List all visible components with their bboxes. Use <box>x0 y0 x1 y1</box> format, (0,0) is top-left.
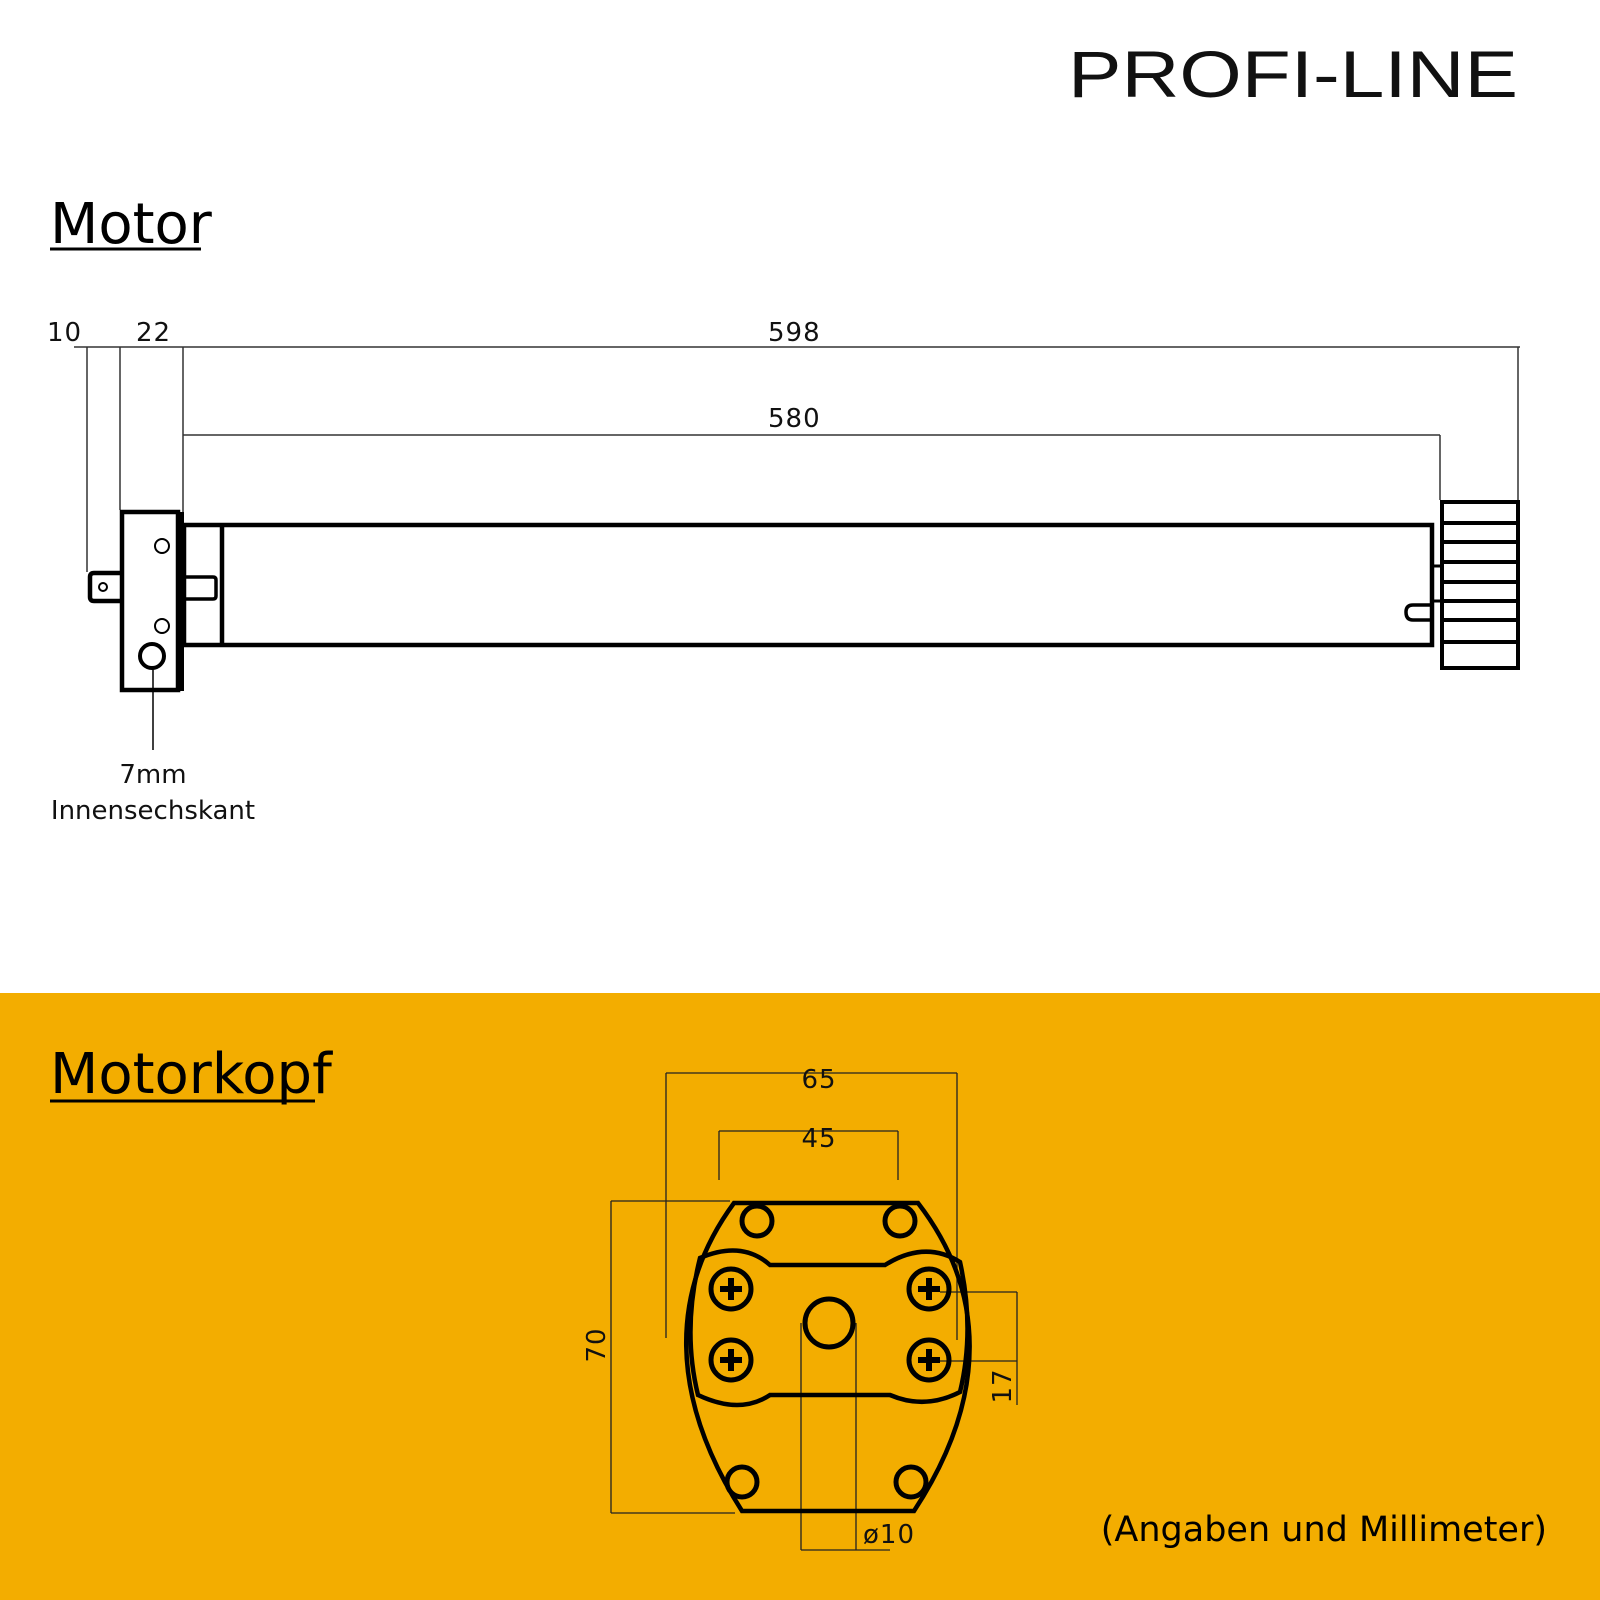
screw-icon <box>708 1337 754 1383</box>
motor-drawing <box>87 500 1520 693</box>
dim-598: 598 <box>768 318 821 348</box>
dim-diameter-10: ø10 <box>863 1520 915 1550</box>
motorkopf-band <box>0 993 1600 1600</box>
dim-45: 45 <box>801 1124 836 1154</box>
dim-22: 22 <box>136 318 171 348</box>
dim-580: 580 <box>768 404 821 434</box>
motor-section-title: Motor <box>50 192 213 257</box>
motorkopf-section-title: Motorkopf <box>50 1042 333 1107</box>
screw-icon <box>708 1266 754 1312</box>
footnote: (Angaben und Millimeter) <box>1101 1510 1547 1550</box>
dim-70: 70 <box>582 1327 612 1362</box>
motor-dimension-lines <box>74 346 1520 750</box>
dim-10: 10 <box>47 318 82 348</box>
screw-icon <box>906 1266 952 1312</box>
dim-65: 65 <box>801 1065 836 1095</box>
dim-17: 17 <box>988 1368 1018 1403</box>
callout-7mm: 7mm <box>119 760 186 790</box>
callout-innensechskant: Innensechskant <box>51 796 255 826</box>
motorkopf-drawing <box>684 1200 972 1514</box>
screw-icon <box>906 1337 952 1383</box>
brand-logo: PROFI-LINE <box>1068 37 1518 111</box>
